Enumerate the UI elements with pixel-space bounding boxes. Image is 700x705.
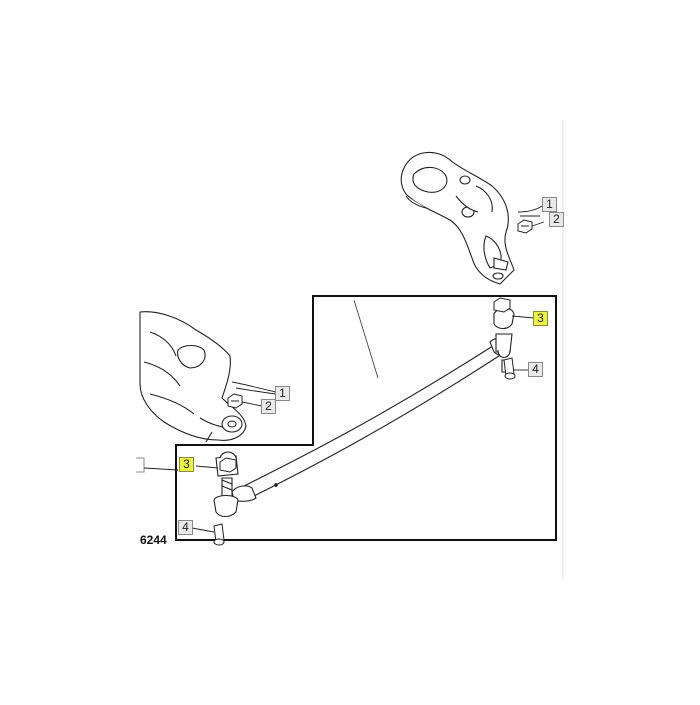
callout-lower-2: 2 bbox=[261, 399, 276, 414]
leader-line-lower-1 bbox=[231, 381, 277, 393]
right-end-nut bbox=[493, 297, 511, 313]
leader-line-lower-3 bbox=[195, 465, 219, 469]
right-steering-knuckle bbox=[400, 151, 515, 285]
left-end-cotter-pin bbox=[213, 523, 225, 546]
edge-callout-fragment bbox=[136, 457, 145, 473]
figure-number: 6244 bbox=[140, 533, 167, 547]
leader-line-lower-1b bbox=[235, 387, 277, 395]
callout-lower-1: 1 bbox=[275, 386, 290, 401]
callout-upper-3: 3 bbox=[533, 311, 548, 326]
callout-lower-3: 3 bbox=[179, 457, 194, 472]
leader-line-lower-4 bbox=[191, 527, 215, 533]
leader-line-lower-2 bbox=[241, 401, 263, 407]
left-steering-knuckle bbox=[139, 311, 247, 443]
callout-upper-1: 1 bbox=[542, 197, 557, 212]
lower-nut bbox=[227, 393, 243, 409]
leader-line-upper-3 bbox=[511, 315, 535, 319]
right-end-cotter-pin bbox=[503, 357, 516, 380]
leader-line-upper-2 bbox=[531, 221, 545, 227]
callout-upper-2: 2 bbox=[549, 212, 564, 227]
leader-line-upper-1 bbox=[517, 205, 543, 213]
detail-interior-line bbox=[353, 299, 379, 379]
detail-frame bbox=[175, 295, 557, 541]
left-end-nut bbox=[219, 457, 237, 473]
callout-lower-4: 4 bbox=[178, 520, 193, 535]
edge-callout-leader bbox=[143, 467, 179, 471]
callout-upper-4: 4 bbox=[528, 362, 543, 377]
upper-nut bbox=[517, 219, 533, 234]
tie-rod-tube bbox=[231, 337, 511, 502]
